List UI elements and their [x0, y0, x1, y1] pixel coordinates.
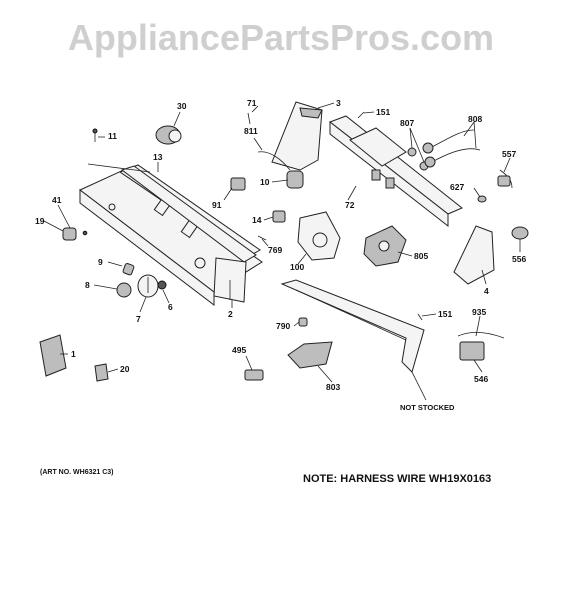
callout-10: 10 [260, 177, 270, 187]
part-100-timer [297, 211, 341, 261]
art-number-label: (ART NO. WH6321 C3) [40, 469, 114, 476]
callout-6: 6 [168, 302, 173, 312]
callout-71: 71 [247, 98, 257, 108]
callout-790: 790 [276, 321, 290, 331]
part-495-connector [244, 369, 264, 381]
part-627-clip [477, 195, 487, 203]
part-6-bushing [157, 280, 167, 290]
callout-20: 20 [120, 364, 130, 374]
callout-805: 805 [414, 251, 428, 261]
part-808-hoses [422, 129, 481, 168]
part-91-bracket [230, 177, 246, 191]
callout-808: 808 [468, 114, 482, 124]
part-151-screw-lower [417, 313, 423, 321]
callout-13: 13 [153, 152, 163, 162]
callout-3: 3 [336, 98, 341, 108]
not-stocked-label: NOT STOCKED [400, 403, 455, 412]
callout-4: 4 [484, 286, 489, 296]
part-556-switch [511, 226, 529, 240]
part-769-screw [257, 235, 267, 241]
part-11-screw [92, 128, 98, 142]
control-panel-back [120, 165, 257, 303]
callout-9: 9 [98, 257, 103, 267]
part-4-end-cap [453, 225, 495, 285]
callout-151-lower: 151 [438, 309, 452, 319]
callout-557: 557 [502, 149, 516, 159]
part-7-dial [137, 274, 159, 298]
part-19-knob [62, 227, 88, 241]
callout-8: 8 [85, 280, 90, 290]
part-20-card [94, 363, 109, 382]
callout-100: 100 [290, 262, 304, 272]
callout-556: 556 [512, 254, 526, 264]
callout-1: 1 [71, 349, 76, 359]
callout-627: 627 [450, 182, 464, 192]
harness-wire-note: NOTE: HARNESS WIRE WH19X0163 [303, 473, 491, 485]
callout-91: 91 [212, 200, 222, 210]
part-811-hose [257, 151, 291, 171]
callout-495: 495 [232, 345, 246, 355]
callout-14: 14 [252, 215, 262, 225]
leader-lines [43, 102, 521, 401]
callout-11: 11 [108, 131, 117, 141]
callout-2: 2 [228, 309, 233, 319]
part-546-harness-block [459, 341, 485, 361]
part-3-end-cap [247, 101, 323, 171]
callout-807: 807 [400, 118, 414, 128]
callout-935: 935 [472, 307, 486, 317]
callout-labels: 11 30 13 41 19 9 8 7 6 2 1 20 71 3 811 1… [35, 98, 526, 392]
part-14-clip [272, 210, 286, 223]
part-72-back-panel [328, 115, 463, 228]
part-803-inlet [287, 341, 333, 369]
callout-7: 7 [136, 314, 141, 324]
callout-30: 30 [177, 101, 187, 111]
callout-19: 19 [35, 216, 45, 226]
callout-546: 546 [474, 374, 488, 384]
part-10-switch [286, 170, 304, 189]
callout-72: 72 [345, 200, 355, 210]
part-30-motor [155, 125, 182, 145]
callout-41: 41 [52, 195, 62, 205]
part-790-clip [298, 317, 308, 327]
callout-769: 769 [268, 245, 282, 255]
callout-803: 803 [326, 382, 340, 392]
part-557-power-cord [497, 169, 513, 189]
part-151-screw-top [357, 111, 365, 119]
part-8-knob [116, 282, 132, 298]
watermark-text: AppliancePartsPros.com [68, 17, 494, 58]
part-9-button [122, 262, 135, 276]
part-935-harness [457, 332, 505, 339]
callout-151-top: 151 [376, 107, 390, 117]
part-805-water-valve [363, 225, 407, 267]
part-1-manual [39, 334, 67, 377]
callout-811: 811 [244, 126, 258, 136]
